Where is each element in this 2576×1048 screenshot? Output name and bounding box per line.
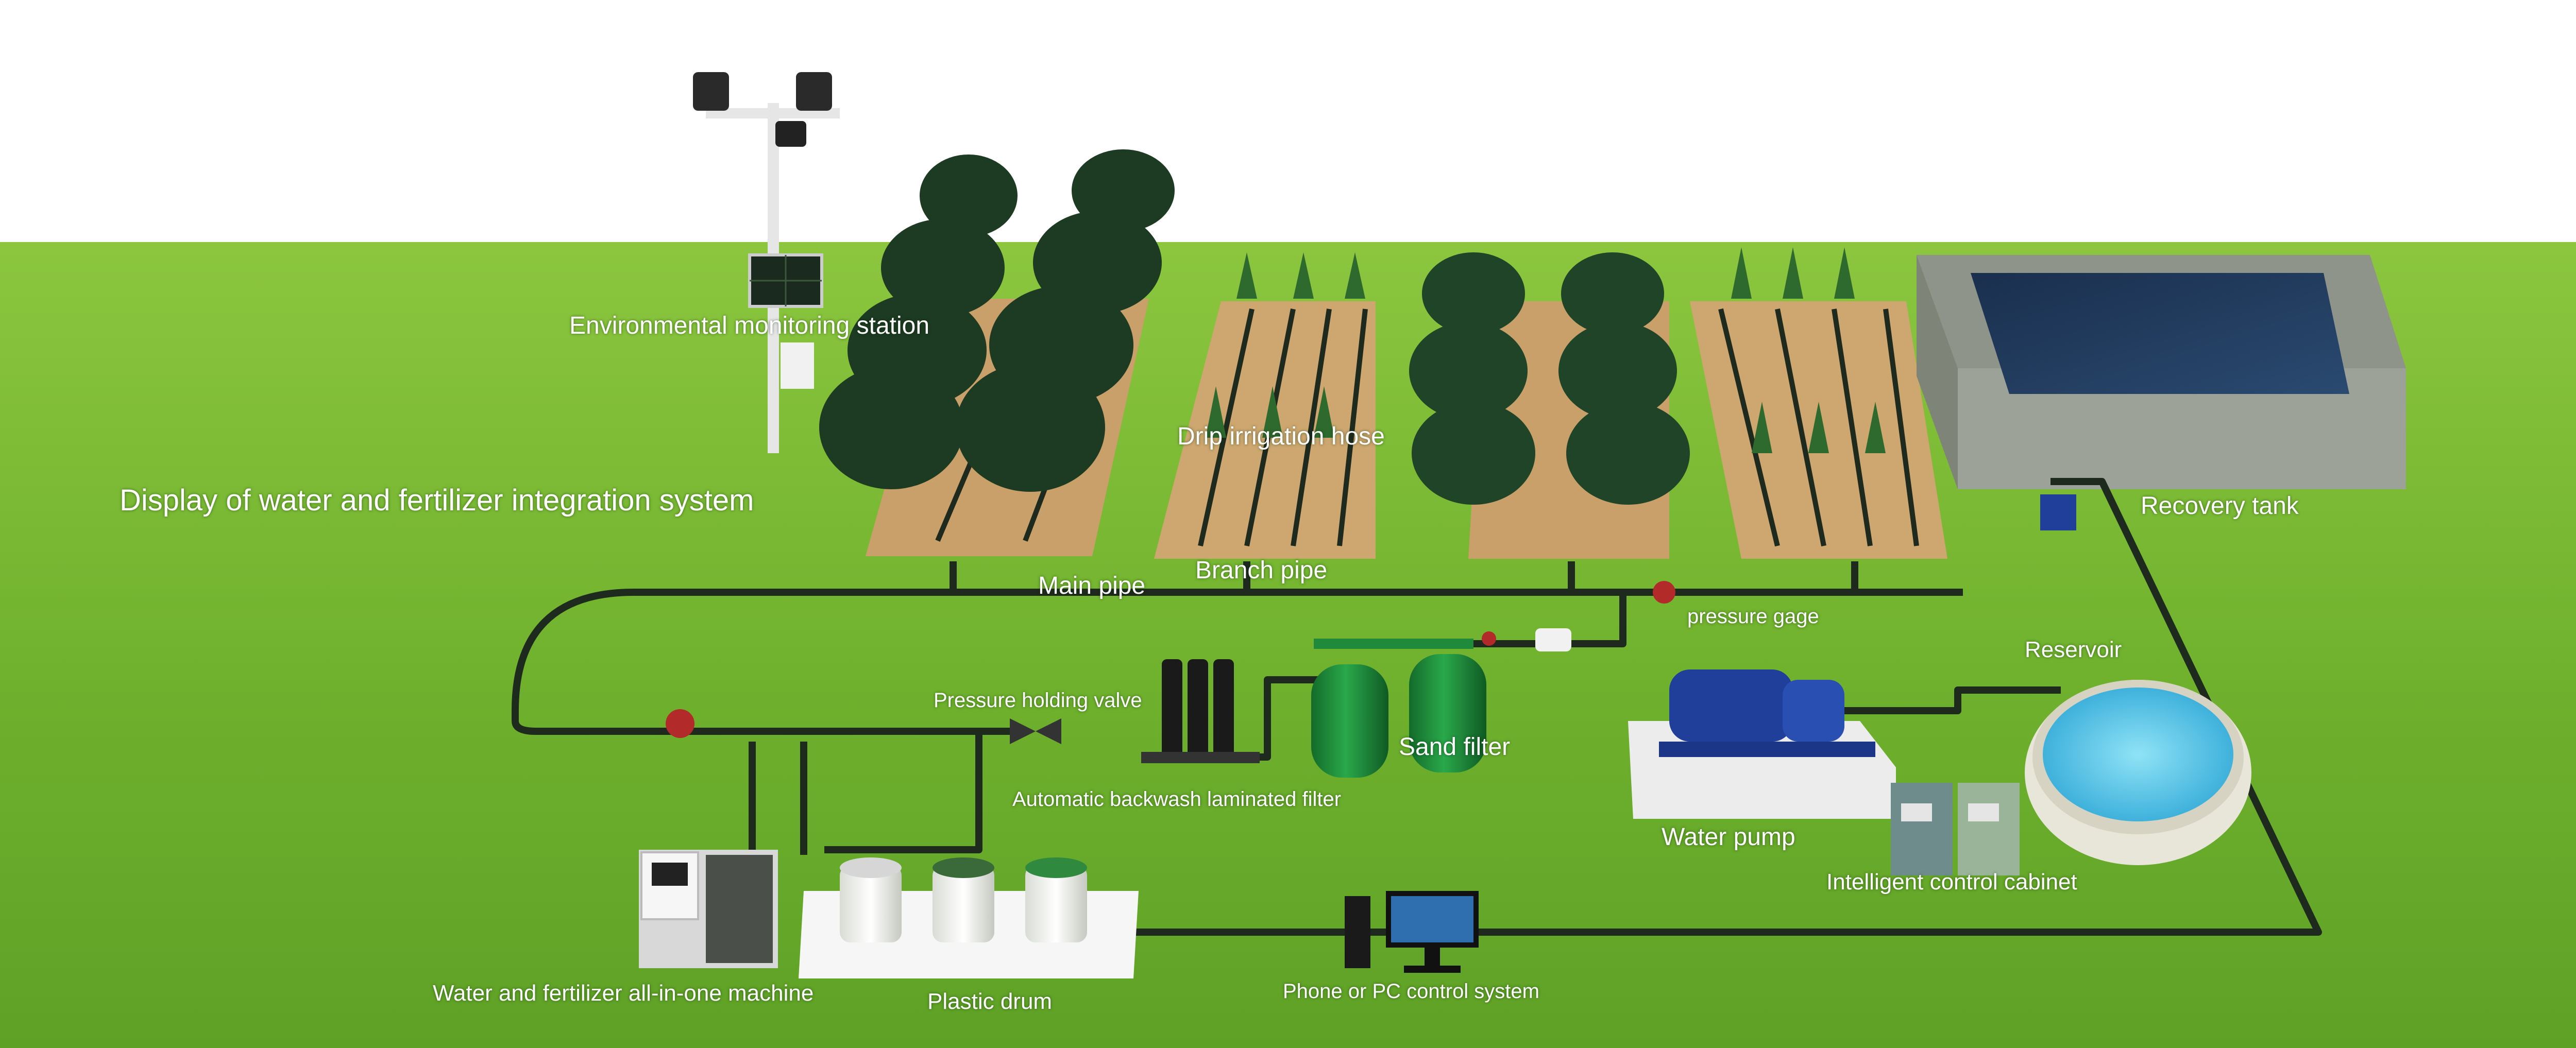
diagram-title: Display of water and fertilizer integrat…: [120, 484, 754, 517]
sand-filter: [1311, 639, 1486, 778]
label-intelligent-control-cabinet: Intelligent control cabinet: [1826, 869, 2077, 895]
pump-icon: [1628, 669, 1896, 819]
tree-row-2: [1409, 252, 1690, 505]
branch-pipe-connector: [950, 561, 1858, 592]
sensor-center: [775, 121, 806, 147]
label-water-fertilizer-machine: Water and fertilizer all-in-one machine: [433, 981, 814, 1006]
label-water-pump: Water pump: [1662, 823, 1795, 851]
label-sand-filter: Sand filter: [1399, 733, 1511, 761]
label-recovery-tank: Recovery tank: [2141, 492, 2299, 520]
sensor-right: [796, 72, 832, 111]
fertilizer-line: [824, 728, 1010, 853]
monitor-icon: [1345, 891, 1479, 973]
fertilizer-machine: [639, 850, 778, 968]
sky-background: [0, 0, 2576, 242]
label-branch-pipe: Branch pipe: [1195, 557, 1328, 584]
reservoir-to-pump-pipe: [1834, 686, 2061, 714]
recovery-tank: [1917, 255, 2406, 530]
seedling-rows: [1206, 247, 1886, 453]
label-pressure-gage: pressure gage: [1687, 605, 1819, 628]
pressure-gage: [1482, 581, 1675, 651]
label-phone-or-pc-control-system: Phone or PC control system: [1283, 980, 1539, 1003]
station-box: [781, 342, 814, 389]
drum-line: [749, 742, 807, 855]
tree-row-1: [819, 149, 1175, 492]
filter-icon: [1141, 659, 1260, 763]
label-pressure-holding-valve: Pressure holding valve: [934, 689, 1142, 712]
pressure-holding-valve: [666, 709, 1061, 744]
recovery-tank-pump: [2040, 494, 2076, 530]
sensor-left: [693, 72, 729, 111]
main-pipe: [512, 589, 1963, 735]
label-environmental-monitoring-station: Environmental monitoring station: [569, 312, 930, 339]
label-plastic-drum: Plastic drum: [927, 989, 1053, 1014]
weather-station-icon: [693, 72, 840, 453]
label-reservoir: Reservoir: [2025, 637, 2122, 662]
reservoir: [2025, 680, 2251, 865]
label-main-pipe: Main pipe: [1038, 572, 1146, 599]
label-automatic-backwash-laminated-filter: Automatic backwash laminated filter: [1012, 788, 1342, 811]
orchard-trees: [819, 149, 1886, 505]
solar-panel-icon: [748, 253, 823, 308]
drum-icon: [799, 857, 1139, 978]
pipe-network: [512, 478, 2322, 936]
cabinet-icon: [1891, 783, 2020, 875]
recovery-tank-water: [1971, 273, 2349, 394]
label-drip-irrigation-hose: Drip irrigation hose: [1177, 423, 1385, 450]
